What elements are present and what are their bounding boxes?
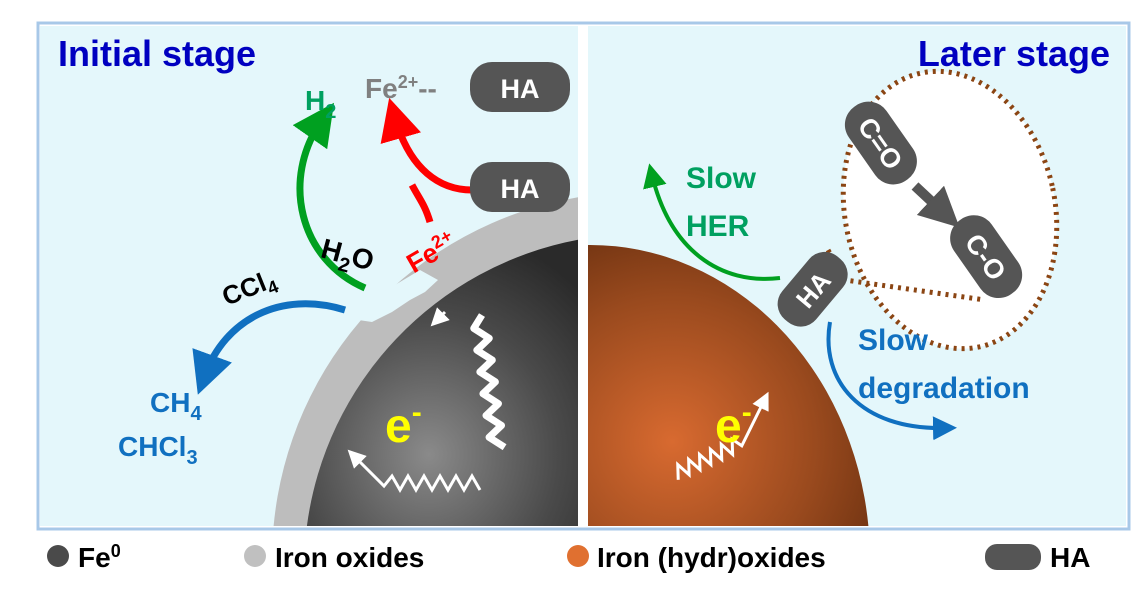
left-title: Initial stage bbox=[58, 33, 256, 74]
legend: Fe0 Iron oxides Iron (hydr)oxides HA bbox=[47, 541, 1090, 573]
c-single-o-block bbox=[950, 215, 1023, 299]
slow-degradation-line1: Slow bbox=[858, 324, 929, 357]
legend-fe0-swatch bbox=[47, 545, 69, 567]
slow-her-line1: Slow bbox=[686, 162, 757, 195]
legend-ha-swatch bbox=[985, 544, 1041, 570]
oxide-crack bbox=[345, 270, 438, 322]
legend-ha-label: HA bbox=[1050, 542, 1090, 573]
chcl3-label: CHCl3 bbox=[118, 431, 198, 469]
electron-wave-right bbox=[676, 391, 769, 480]
electron-label-right: e- bbox=[715, 396, 752, 453]
fe-ha-complex-label: Fe2+-- bbox=[365, 72, 437, 104]
ha-label-top: HA bbox=[501, 74, 540, 104]
fe-ha-complex-arrow bbox=[380, 97, 473, 194]
panel-divider bbox=[578, 26, 588, 526]
ch4-label: CH4 bbox=[150, 387, 202, 425]
conversion-arrow bbox=[911, 182, 960, 228]
c-double-o-block bbox=[844, 101, 917, 185]
legend-iron-oxides-swatch bbox=[244, 545, 266, 567]
slow-her-line2: HER bbox=[686, 210, 750, 243]
iron-hydroxide-particle bbox=[588, 245, 869, 526]
ha-label-mid: HA bbox=[501, 174, 540, 204]
ccl4-degradation-arrow bbox=[192, 300, 347, 395]
legend-iron-oxides-label: Iron oxides bbox=[275, 542, 424, 573]
h2-arrow bbox=[292, 102, 367, 292]
right-title: Later stage bbox=[918, 33, 1110, 74]
slow-degradation-arrow bbox=[826, 321, 957, 441]
ha-block-mid bbox=[470, 162, 570, 212]
legend-iron-hydroxides-swatch bbox=[567, 545, 589, 567]
ha-block-right bbox=[777, 251, 848, 327]
fe0-core bbox=[306, 239, 578, 527]
electron-wave-large bbox=[470, 313, 507, 451]
legend-fe0-label: Fe0 bbox=[78, 541, 121, 573]
legend-iron-hydroxides-label: Iron (hydr)oxides bbox=[597, 542, 826, 573]
electron-label-left: e- bbox=[385, 396, 422, 453]
electron-arrow-tip bbox=[430, 307, 450, 327]
slow-her-arrow bbox=[643, 163, 781, 281]
fe2-release-line bbox=[408, 183, 434, 224]
electron-wave-small bbox=[347, 449, 482, 494]
ha-block-top bbox=[470, 62, 570, 112]
h2-label: H2 bbox=[305, 85, 336, 123]
slow-degradation-line2: degradation bbox=[858, 372, 1030, 405]
